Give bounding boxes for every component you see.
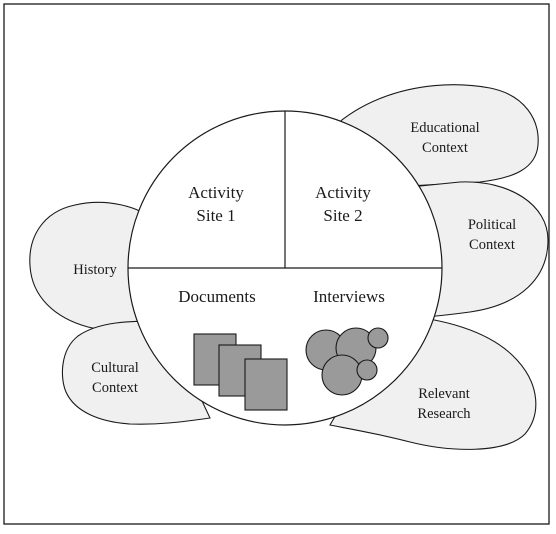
quadrant-label-site2-1: Activity [315,183,371,202]
petal-label-history: History [73,262,117,278]
petal-label-research-1: Relevant [418,386,470,402]
quadrant-label-documents: Documents [178,287,255,306]
petal-label-cultural-1: Cultural [91,360,139,376]
petal-label-educational-1: Educational [410,120,479,136]
quadrant-label-site1-1: Activity [188,183,244,202]
interview-bubble-3 [321,354,363,396]
petal-label-cultural-2: Context [92,380,138,396]
documents-icon [193,333,288,411]
quadrant-label-site2-2: Site 2 [323,206,362,225]
petal-label-political-1: Political [468,217,516,233]
petal-label-educational-2: Context [422,140,468,156]
petal-label-research-2: Research [417,406,471,422]
petal-label-political-2: Context [469,237,515,253]
interview-bubble-5 [356,359,378,381]
interviews-icon [305,327,389,396]
interview-bubble-4 [367,327,389,349]
document-page-3 [244,358,288,411]
quadrant-label-site1-2: Site 1 [196,206,235,225]
quadrant-label-interviews: Interviews [313,287,385,306]
